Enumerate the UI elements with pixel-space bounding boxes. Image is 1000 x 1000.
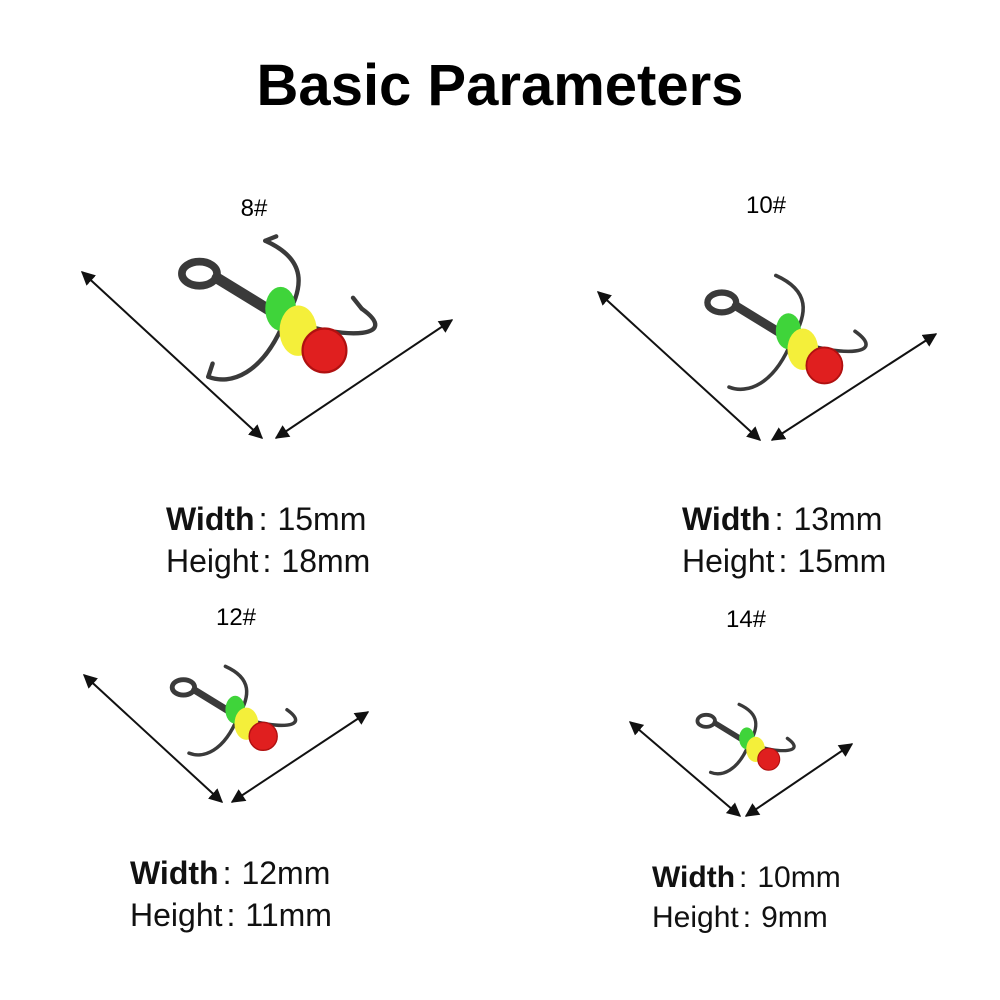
width-arrow-8 — [80, 271, 264, 439]
size-label-12: 12# — [215, 604, 257, 631]
hook-image-14 — [695, 702, 796, 776]
size-label-8: 8# — [240, 195, 268, 222]
height-value: 18mm — [281, 543, 371, 579]
width-arrow-10 — [596, 291, 762, 441]
height-value: 9mm — [761, 901, 828, 934]
width-label: Width — [166, 501, 255, 537]
height-arrow-12 — [230, 711, 370, 803]
width-value: 13mm — [793, 501, 883, 537]
height-value: 11mm — [245, 897, 332, 933]
spec-14: Width:10mm Height:9mm — [652, 861, 841, 934]
spec-12: Width:12mm Height:11mm — [130, 855, 332, 933]
width-label: Width — [652, 861, 736, 894]
height-arrow-8 — [274, 319, 454, 439]
spec-10: Width:13mm Height:15mm — [682, 501, 887, 579]
width-label: Width — [130, 855, 219, 891]
height-arrow-14 — [744, 743, 854, 817]
hook-image-8 — [178, 234, 378, 382]
hook-image-12 — [169, 664, 298, 757]
height-label: Height — [130, 897, 223, 933]
height-label: Height — [682, 543, 775, 579]
height-value: 15mm — [797, 543, 887, 579]
width-label: Width — [682, 501, 771, 537]
size-label-14: 14# — [725, 606, 767, 633]
width-arrow-12 — [82, 674, 224, 803]
width-arrow-14 — [628, 721, 742, 817]
width-value: 10mm — [757, 861, 841, 894]
height-label: Height — [166, 543, 259, 579]
hook-image-10 — [704, 273, 868, 392]
page-title: Basic Parameters — [256, 53, 744, 118]
height-label: Height — [652, 901, 739, 934]
size-label-10: 10# — [745, 192, 787, 219]
width-value: 12mm — [241, 855, 331, 891]
height-arrow-10 — [770, 333, 938, 441]
spec-8: Width:15mm Height:18mm — [166, 501, 371, 579]
width-value: 15mm — [277, 501, 367, 537]
